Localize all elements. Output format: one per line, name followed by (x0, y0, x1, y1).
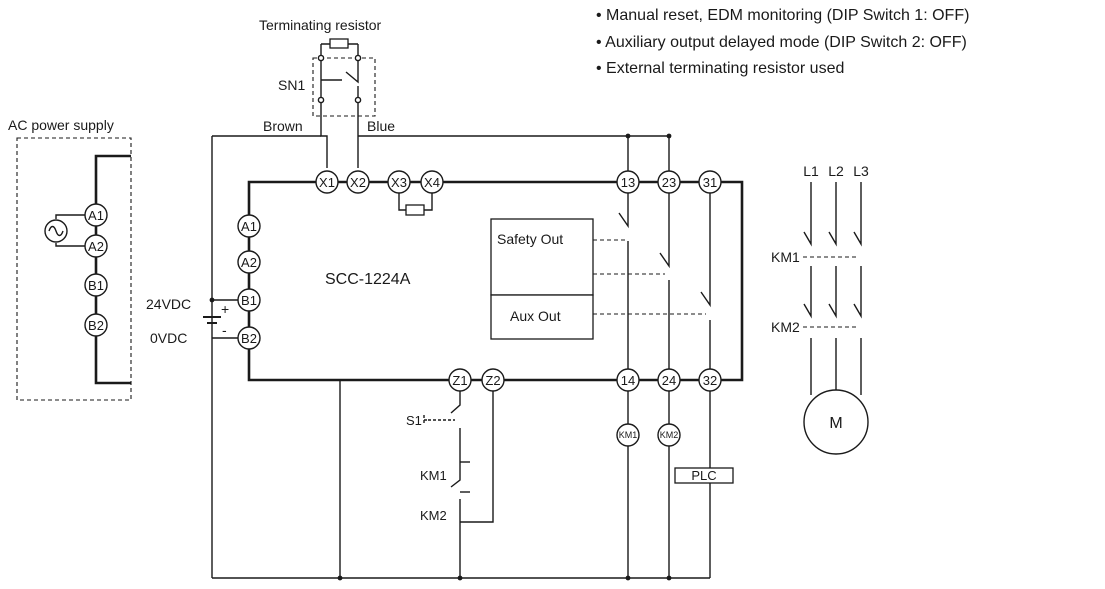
output-coils: KM1 KM2 PLC (616, 391, 734, 581)
output-contacts (593, 133, 711, 369)
ac-terminal-b1: B1 (88, 278, 104, 293)
right-bottom-terminals: 14 24 32 (616, 368, 722, 392)
left-terminals: A1 A2 B1 B2 (237, 214, 261, 350)
z2-return-wiring (460, 391, 494, 523)
aux-out-box (490, 294, 594, 340)
brown-label: Brown (263, 118, 303, 134)
controller-body-outline (247, 180, 744, 382)
top-terminals: X1 X2 X3 X4 (315, 170, 444, 194)
terminal-24: 24 (662, 373, 676, 388)
sn1-enclosure (312, 57, 376, 117)
aux-out-label: Aux Out (510, 308, 561, 324)
left-terminal-a2: A2 (241, 255, 257, 270)
sn1-label: SN1 (278, 77, 305, 93)
terminal-23: 23 (662, 175, 676, 190)
junction-dot-z1-bottom (457, 575, 463, 581)
terminal-z2: Z2 (485, 373, 500, 388)
safety-out-box (490, 218, 594, 296)
left-terminal-a1: A1 (241, 219, 257, 234)
bottom-terminals: Z1 Z2 (448, 368, 505, 392)
top-terminal-x2: X2 (350, 175, 366, 190)
vdc0-label: 0VDC (150, 330, 187, 346)
junction-dot-common (337, 575, 343, 581)
ac-terminal-a1: A1 (88, 208, 104, 223)
right-top-terminals: 13 23 31 (616, 170, 722, 194)
ac-terminal-a2: A2 (88, 239, 104, 254)
terminal-14: 14 (621, 373, 635, 388)
vdc24-label: 24VDC (146, 296, 191, 312)
terminal-31: 31 (703, 175, 717, 190)
ac-internal-wiring (94, 154, 131, 385)
terminating-resistor-label: Terminating resistor (259, 17, 381, 33)
note-3: • External terminating resistor used (596, 60, 844, 77)
device-name: SCC-1224A (325, 271, 411, 288)
phase-l1: L1 (803, 163, 819, 179)
x3-x4-resistor (398, 193, 433, 216)
ac-terminals: A1 A2 B1 B2 (84, 203, 108, 337)
phase-labels: L1 L2 L3 (803, 163, 869, 179)
km1-label: KM1 (420, 468, 447, 483)
top-terminal-x3: X3 (391, 175, 407, 190)
left-terminal-b2: B2 (241, 331, 257, 346)
ac-power-supply-box (16, 137, 132, 401)
battery-symbol (203, 297, 238, 339)
ac-source-icon (44, 214, 85, 247)
note-2: • Auxiliary output delayed mode (DIP Swi… (596, 34, 967, 51)
terminal-13: 13 (621, 175, 635, 190)
safety-out-label: Safety Out (497, 231, 563, 247)
phase-l3: L3 (853, 163, 869, 179)
motor-label: M (829, 415, 842, 432)
terminal-32: 32 (703, 373, 717, 388)
phase-l2: L2 (828, 163, 844, 179)
plus-sign: + (221, 301, 229, 317)
motor-power-lines (803, 182, 862, 400)
top-terminal-x1: X1 (319, 175, 335, 190)
km2-right-label: KM2 (771, 319, 800, 335)
left-terminal-b1: B1 (241, 293, 257, 308)
motor-symbol (803, 389, 869, 455)
s1-label: S1 (406, 413, 422, 428)
terminating-resistor (320, 38, 359, 58)
terminal-z1: Z1 (452, 373, 467, 388)
sn1-wires (320, 103, 359, 168)
minus-sign: - (222, 322, 227, 338)
s1-actuator (423, 415, 455, 425)
note-1: • Manual reset, EDM monitoring (DIP Swit… (596, 7, 969, 24)
km2-label: KM2 (420, 508, 447, 523)
sn1-switch (317, 54, 362, 104)
ac-power-supply-label: AC power supply (8, 117, 114, 133)
coil-km2: KM2 (660, 430, 679, 440)
top-terminal-x4: X4 (424, 175, 440, 190)
ac-terminal-b2: B2 (88, 318, 104, 333)
blue-label: Blue (367, 118, 395, 134)
plc-label: PLC (691, 468, 716, 483)
km1-right-label: KM1 (771, 249, 800, 265)
coil-km1: KM1 (619, 430, 638, 440)
z1-chain-wiring (450, 391, 461, 578)
